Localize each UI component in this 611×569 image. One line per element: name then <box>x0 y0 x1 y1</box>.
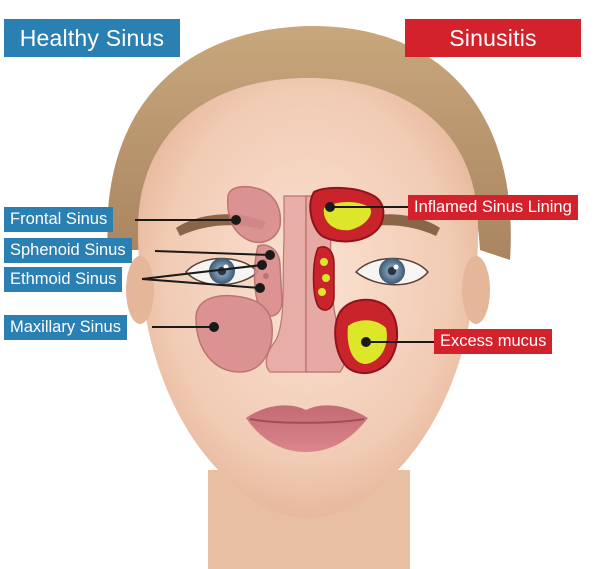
excess-mucus-label: Excess mucus <box>434 329 552 354</box>
left-ear <box>126 256 154 324</box>
right-ear <box>462 256 490 324</box>
ethmoid-sinus-label: Ethmoid Sinus <box>4 267 122 292</box>
sphenoid-sinus-label: Sphenoid Sinus <box>4 238 132 263</box>
maxillary-sinus-label: Maxillary Sinus <box>4 315 127 340</box>
frontal-sinus-label: Frontal Sinus <box>4 207 113 232</box>
inflamed-sinus-lining-label: Inflamed Sinus Lining <box>408 195 578 220</box>
right-iris <box>379 258 405 284</box>
healthy-sinus-header: Healthy Sinus <box>4 19 180 57</box>
sinusitis-header: Sinusitis <box>405 19 581 57</box>
